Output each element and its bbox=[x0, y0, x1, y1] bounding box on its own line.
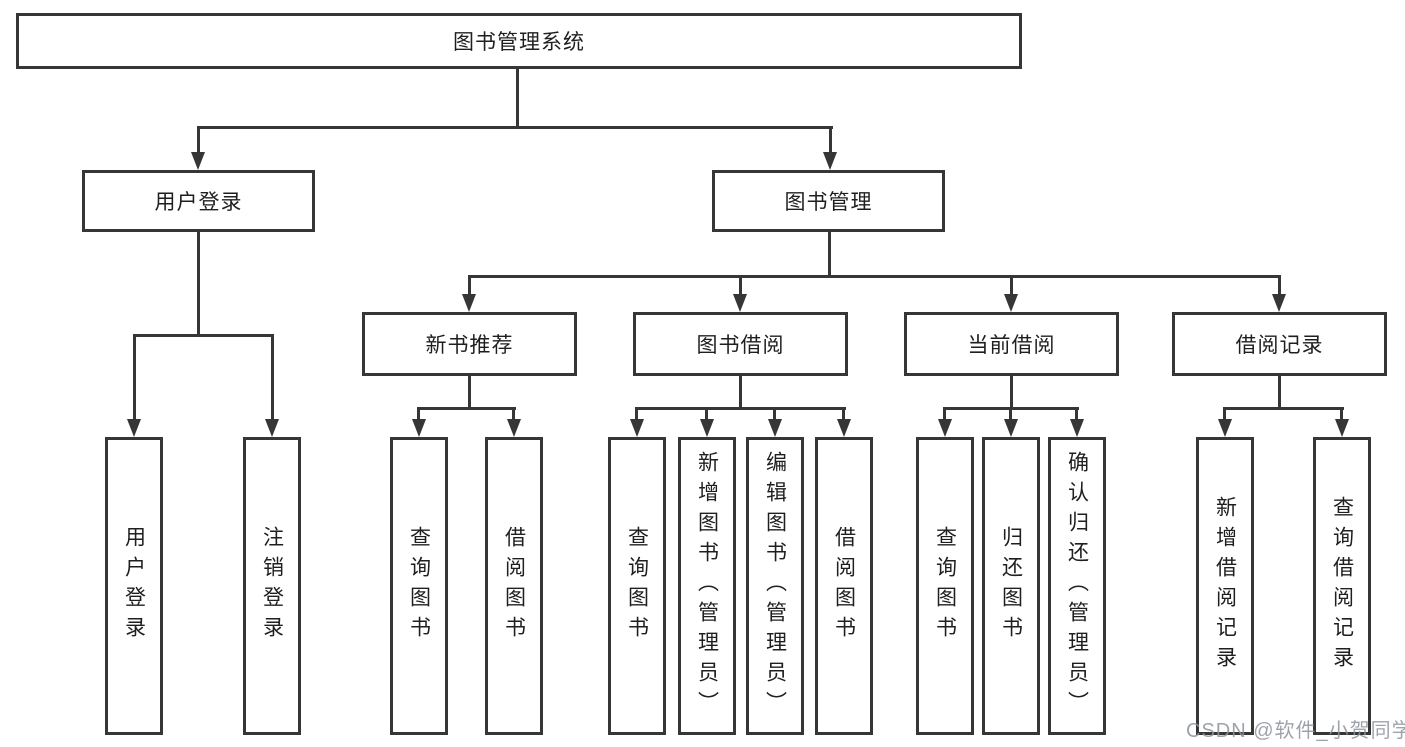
node-label: 编辑图书（管理员） bbox=[763, 451, 787, 721]
node-label: 新增图书（管理员） bbox=[695, 451, 719, 721]
connector-vline bbox=[271, 334, 274, 421]
leaf-query-books-borrowing: 查询图书 bbox=[608, 437, 666, 735]
connector-vline bbox=[1278, 376, 1281, 409]
arrow-down-icon bbox=[127, 419, 141, 437]
connector-vline bbox=[943, 407, 946, 421]
connector-vline bbox=[1340, 407, 1343, 421]
leaf-borrow-books-recommend: 借阅图书 bbox=[485, 437, 543, 735]
node-borrowing-records: 借阅记录 bbox=[1172, 312, 1387, 376]
connector-vline bbox=[516, 69, 519, 128]
connector-vline bbox=[1278, 275, 1281, 296]
connector-vline bbox=[773, 407, 776, 421]
leaf-add-borrow-record: 新增借阅记录 bbox=[1196, 437, 1254, 735]
connector-vline bbox=[512, 407, 515, 421]
node-label: 注销登录 bbox=[260, 526, 284, 646]
arrow-down-icon bbox=[507, 419, 521, 437]
connector-vline bbox=[635, 407, 638, 421]
node-label: 新增借阅记录 bbox=[1213, 496, 1237, 676]
arrow-down-icon bbox=[938, 419, 952, 437]
connector-vline bbox=[133, 334, 136, 421]
arrow-down-icon bbox=[1070, 419, 1084, 437]
connector-vline bbox=[1075, 407, 1078, 421]
arrow-down-icon bbox=[700, 419, 714, 437]
connector-hline bbox=[197, 126, 833, 129]
leaf-query-books-recommend: 查询图书 bbox=[390, 437, 448, 735]
arrow-down-icon bbox=[1272, 294, 1286, 312]
node-label: 借阅图书 bbox=[502, 526, 526, 646]
connector-vline bbox=[1009, 407, 1012, 421]
node-label: 查询图书 bbox=[407, 526, 431, 646]
node-label: 用户登录 bbox=[154, 191, 243, 214]
leaf-borrow-books-borrowing: 借阅图书 bbox=[815, 437, 873, 735]
connector-vline bbox=[739, 376, 742, 409]
node-user-login: 用户登录 bbox=[82, 170, 315, 232]
csdn-watermark: CSDN @软件_小贺同学 bbox=[1186, 720, 1405, 742]
connector-hline bbox=[635, 407, 846, 410]
connector-vline bbox=[1010, 376, 1013, 409]
node-book-borrowing: 图书借阅 bbox=[633, 312, 848, 376]
node-label: 借阅记录 bbox=[1235, 334, 1324, 357]
connector-vline bbox=[828, 232, 831, 278]
leaf-user-login: 用户登录 bbox=[105, 437, 163, 735]
node-label: 图书管理 bbox=[784, 191, 873, 214]
leaf-logout: 注销登录 bbox=[243, 437, 301, 735]
node-label: 当前借阅 bbox=[967, 334, 1056, 357]
node-new-book-recommendation: 新书推荐 bbox=[362, 312, 577, 376]
node-label: 归还图书 bbox=[999, 526, 1023, 646]
connector-vline bbox=[197, 126, 200, 154]
leaf-query-books-current: 查询图书 bbox=[916, 437, 974, 735]
leaf-confirm-return-admin: 确认归还（管理员） bbox=[1048, 437, 1106, 735]
node-label: 查询图书 bbox=[625, 526, 649, 646]
arrow-down-icon bbox=[462, 294, 476, 312]
arrow-down-icon bbox=[630, 419, 644, 437]
connector-vline bbox=[197, 232, 200, 337]
leaf-return-books: 归还图书 bbox=[982, 437, 1040, 735]
leaf-query-borrow-record: 查询借阅记录 bbox=[1313, 437, 1371, 735]
connector-vline bbox=[468, 376, 471, 409]
arrow-down-icon bbox=[1004, 294, 1018, 312]
connector-vline bbox=[829, 126, 832, 154]
arrow-down-icon bbox=[412, 419, 426, 437]
node-book-management: 图书管理 bbox=[712, 170, 945, 232]
node-label: 用户登录 bbox=[122, 526, 146, 646]
node-label: 查询图书 bbox=[933, 526, 957, 646]
node-label: 确认归还（管理员） bbox=[1065, 451, 1089, 721]
connector-hline bbox=[133, 334, 274, 337]
arrow-down-icon bbox=[733, 294, 747, 312]
connector-vline bbox=[842, 407, 845, 421]
arrow-down-icon bbox=[768, 419, 782, 437]
connector-vline bbox=[705, 407, 708, 421]
node-label: 图书借阅 bbox=[696, 334, 785, 357]
arrow-down-icon bbox=[191, 152, 205, 170]
connector-hline bbox=[1223, 407, 1344, 410]
node-current-borrowing: 当前借阅 bbox=[904, 312, 1119, 376]
connector-hline bbox=[468, 275, 1281, 278]
arrow-down-icon bbox=[1218, 419, 1232, 437]
arrow-down-icon bbox=[1004, 419, 1018, 437]
node-label: 查询借阅记录 bbox=[1330, 496, 1354, 676]
connector-hline bbox=[417, 407, 516, 410]
node-label: 新书推荐 bbox=[425, 334, 514, 357]
node-label: 借阅图书 bbox=[832, 526, 856, 646]
connector-vline bbox=[1223, 407, 1226, 421]
connector-vline bbox=[739, 275, 742, 296]
connector-vline bbox=[1010, 275, 1013, 296]
connector-vline bbox=[417, 407, 420, 421]
leaf-edit-book-admin: 编辑图书（管理员） bbox=[746, 437, 804, 735]
leaf-add-book-admin: 新增图书（管理员） bbox=[678, 437, 736, 735]
arrow-down-icon bbox=[265, 419, 279, 437]
connector-vline bbox=[468, 275, 471, 296]
node-label: 图书管理系统 bbox=[453, 31, 585, 54]
arrow-down-icon bbox=[823, 152, 837, 170]
arrow-down-icon bbox=[1335, 419, 1349, 437]
arrow-down-icon bbox=[837, 419, 851, 437]
node-library-management-system: 图书管理系统 bbox=[16, 13, 1022, 69]
